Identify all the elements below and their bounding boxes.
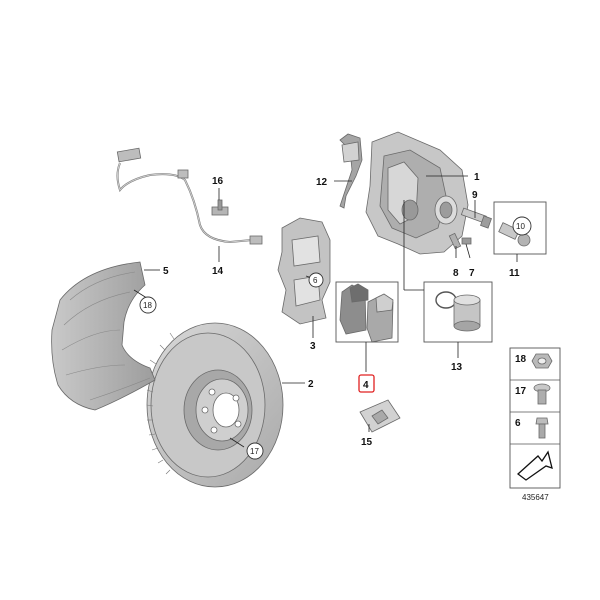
callout-4: 4 (363, 380, 369, 391)
callout-9: 9 (472, 190, 478, 201)
arrow-icon (512, 446, 558, 486)
callout-13: 13 (451, 362, 463, 373)
brake-caliper (365, 131, 469, 255)
nut-icon (531, 353, 553, 369)
callout-14: 14 (212, 266, 224, 277)
flange-bolt-icon (533, 383, 551, 405)
callout-15: 15 (361, 437, 373, 448)
bolt-icon (535, 417, 549, 439)
callout-10: 10 (516, 222, 525, 231)
callout-6-circle (308, 272, 324, 288)
retaining-spring (339, 133, 363, 209)
cable-clip (211, 199, 229, 216)
dust-shield (51, 261, 156, 411)
callout-12: 12 (316, 177, 328, 188)
brake-pad-box (335, 281, 399, 343)
callout-7: 7 (469, 268, 475, 279)
callout-5: 5 (163, 266, 169, 277)
callout-18: 18 (143, 301, 152, 310)
callout-16: 16 (212, 176, 224, 187)
caliper-carrier (277, 217, 331, 325)
brake-pads (339, 283, 394, 343)
callout-10-circle (512, 216, 532, 236)
grease-packet (359, 399, 401, 433)
repair-kit-box (423, 281, 493, 343)
callout-4-highlight (358, 374, 375, 393)
bleed-valve (448, 232, 462, 250)
legend-6: 6 (515, 418, 521, 429)
callout-17-circle (246, 442, 264, 460)
guide-sleeve-box (493, 201, 547, 255)
guide-bolt (460, 207, 492, 229)
legend-18: 18 (515, 354, 527, 365)
callout-3: 3 (310, 341, 316, 352)
callout-1: 1 (474, 172, 480, 183)
callout-17: 17 (250, 447, 259, 456)
callout-labels: 1 2 3 4 5 6 7 8 9 10 11 12 13 14 15 16 1… (139, 172, 532, 460)
fasteners-legend: 18 17 6 (509, 347, 561, 489)
callout-11: 11 (509, 268, 520, 279)
wear-sensor-cable (116, 147, 263, 245)
diagram-number: 435647 (522, 493, 549, 502)
leader-lines (133, 175, 518, 448)
callout-18-circle (139, 296, 157, 314)
brake-disc (146, 322, 284, 488)
legend-17: 17 (515, 386, 527, 397)
fasteners-legend-box (509, 347, 561, 489)
bleed-cap (461, 237, 472, 245)
callout-6: 6 (313, 276, 318, 285)
callout-2: 2 (308, 379, 314, 390)
callout-8: 8 (453, 268, 459, 279)
